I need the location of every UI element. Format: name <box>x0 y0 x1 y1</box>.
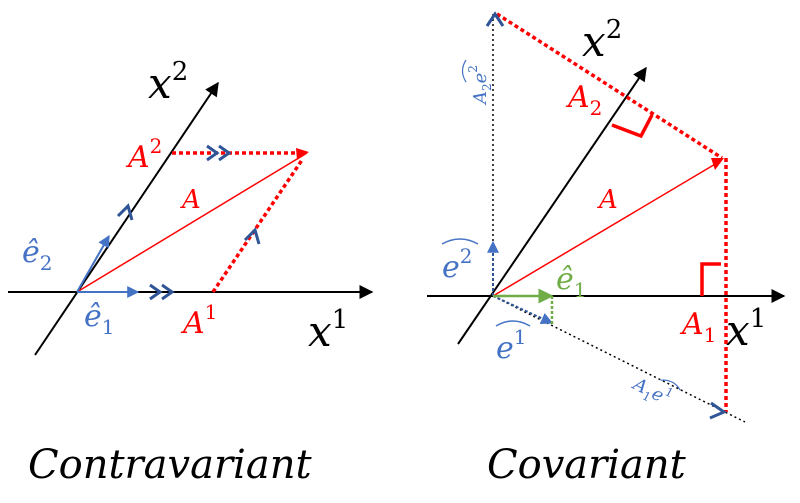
right-scaled-dual-2-label: A2e2 <box>461 59 494 106</box>
left-axis-x1-label: x1 <box>308 305 348 356</box>
right-dual-e1-label: e1 <box>495 320 531 366</box>
right-dual-e2-label: e2 <box>441 238 479 285</box>
right-scaled-dual-2-arrowhead <box>485 11 505 27</box>
left-x2-axis <box>34 81 219 356</box>
left-vector-a-label: A <box>180 185 201 215</box>
left-vector-a <box>76 152 308 293</box>
svg-text:A2e2: A2e2 <box>466 65 494 106</box>
svg-text:e1: e1 <box>496 325 527 366</box>
right-axis-x2-label: x2 <box>582 15 622 66</box>
right-component-a1-label: A1 <box>679 307 716 347</box>
left-basis-e2-label: ê2 <box>22 235 53 275</box>
left-component-1-dotted <box>211 159 304 293</box>
right-angle-marker-a2 <box>611 114 654 139</box>
right-angle-marker-a1 <box>700 262 721 296</box>
parallel-marker-single-axis <box>116 203 134 221</box>
parallel-marker-double-top <box>206 144 232 162</box>
parallel-marker-single-dotted <box>243 227 261 245</box>
right-vector-a <box>492 162 718 297</box>
right-dual-e1 <box>492 295 554 324</box>
left-component-a1-label: A1 <box>180 300 217 341</box>
left-vector-tip <box>296 148 309 160</box>
caption-covariant: Covariant <box>487 442 687 488</box>
right-component-a2-label: A2 <box>565 80 602 120</box>
right-projection-top-dotted <box>496 12 723 160</box>
right-axis-x1-label: x1 <box>726 304 766 355</box>
right-scaled-dual-1-arrowhead <box>709 401 728 420</box>
caption-contravariant: Contravariant <box>28 442 312 488</box>
svg-text:A1e1: A1e1 <box>627 369 676 413</box>
right-x2-axis <box>457 66 647 345</box>
right-vector-a-label: A <box>597 185 618 215</box>
right-basis-e1-label: ê1 <box>556 262 587 302</box>
covariant-panel: x1 x2 A A2 A1 e2 e1 ê1 A2e2 A1e1 Covaria… <box>427 11 786 488</box>
left-component-a2-label: A2 <box>125 134 162 175</box>
right-vector-tip <box>711 158 724 170</box>
left-basis-e1-label: ê1 <box>84 299 115 339</box>
right-dual-axis-diagonal-dotted <box>492 295 746 423</box>
svg-text:e2: e2 <box>442 244 473 285</box>
parallel-marker-double-bottom <box>149 283 175 301</box>
right-scaled-dual-1-label: A1e1 <box>627 369 681 413</box>
left-axis-x2-label: x2 <box>148 57 188 108</box>
contravariant-panel: x1 x2 A A2 A1 ê2 ê1 Contravariant <box>8 57 374 488</box>
left-basis-e2 <box>76 234 110 293</box>
